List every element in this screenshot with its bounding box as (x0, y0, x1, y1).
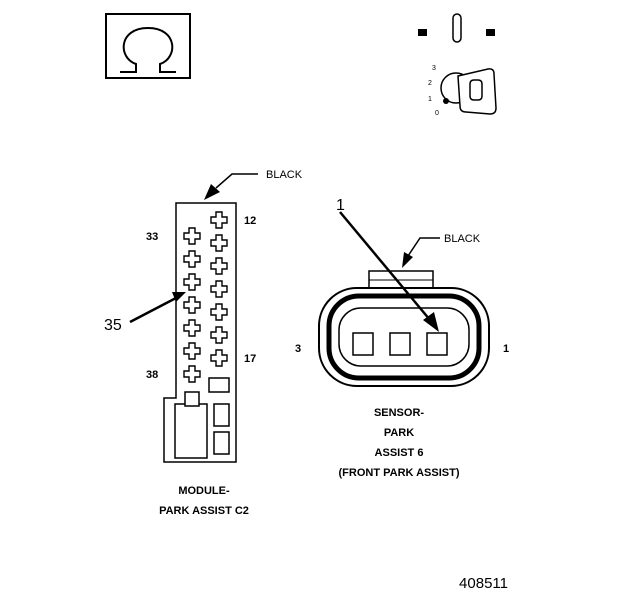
module-terminal (183, 365, 201, 383)
module-color-label: BLACK (266, 169, 303, 181)
module-pin-17-label: 17 (244, 353, 256, 365)
sensor-caption-line3: ASSIST 6 (375, 447, 424, 459)
sensor-connector (318, 270, 490, 387)
module-callout-arrow (172, 292, 186, 302)
sensor-callout-1: 1 (336, 197, 345, 214)
ignition-position-2: 2 (428, 80, 432, 87)
sensor-caption-line1: SENSOR- (374, 407, 424, 419)
sensor-color-leader (407, 237, 440, 257)
ignition-position-0: 0 (435, 110, 439, 117)
module-terminal (210, 349, 228, 367)
module-color-arrow (204, 184, 220, 200)
module-pin-33-label: 33 (146, 231, 158, 243)
module-terminal (210, 234, 228, 252)
module-terminal (183, 250, 201, 268)
module-terminal (210, 211, 228, 229)
module-connector (163, 202, 237, 463)
module-pin-12-label: 12 (244, 215, 256, 227)
module-pin-38-label: 38 (146, 369, 158, 381)
sensor-caption-line4: (FRONT PARK ASSIST) (339, 467, 460, 479)
module-terminal (210, 280, 228, 298)
module-terminal (183, 342, 201, 360)
sensor-pin-3-label: 3 (295, 343, 301, 355)
module-terminal (183, 227, 201, 245)
module-color-leader (215, 173, 258, 189)
ohm-symbol-icon (105, 13, 191, 79)
module-terminal (210, 303, 228, 321)
ignition-position-3: 3 (432, 65, 436, 72)
module-terminal (183, 273, 201, 291)
figure-number: 408511 (459, 575, 508, 592)
sensor-color-arrow (402, 252, 413, 268)
module-terminal (183, 319, 201, 337)
module-terminals (183, 211, 228, 383)
module-caption-line2: PARK ASSIST C2 (159, 505, 249, 517)
sensor-caption-line2: PARK (384, 427, 414, 439)
sensor-pin-1-label: 1 (503, 343, 509, 355)
ignition-key-icon: 3 2 1 0 (418, 13, 497, 117)
module-callout-leader (129, 296, 177, 324)
ignition-position-1: 1 (428, 96, 432, 103)
module-terminal (210, 257, 228, 275)
module-callout-35: 35 (104, 317, 122, 334)
sensor-callout-arrow (423, 312, 439, 332)
module-terminal (183, 296, 201, 314)
sensor-color-label: BLACK (444, 233, 481, 245)
module-caption-line1: MODULE- (178, 485, 230, 497)
sensor-callout-leader (339, 211, 431, 321)
module-terminal (210, 326, 228, 344)
